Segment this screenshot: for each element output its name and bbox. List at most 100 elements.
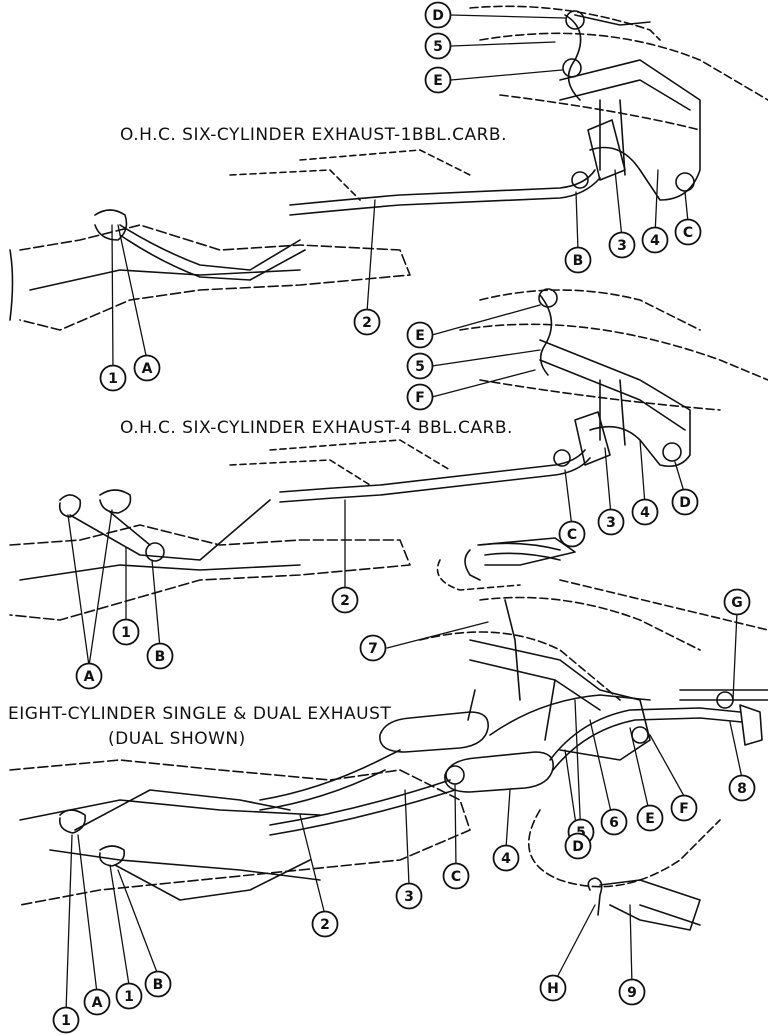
callout-label: E <box>645 811 655 827</box>
callout-label: 4 <box>501 851 511 867</box>
callout-label: 3 <box>404 889 414 905</box>
callout-circle <box>115 982 143 1010</box>
callout-circle <box>564 832 592 860</box>
callout-label: 4 <box>640 505 650 521</box>
callout-label: 5 <box>415 359 425 375</box>
callout-label: 2 <box>320 917 330 933</box>
callout-label: B <box>153 977 164 993</box>
callout-circle <box>442 862 470 890</box>
callout-bottom-5: 6 <box>600 808 628 836</box>
callout-label: H <box>547 981 559 997</box>
callout-middle-5: 3 <box>597 508 625 536</box>
callout-bottom-4: E <box>636 804 664 832</box>
callout-label: A <box>84 669 95 685</box>
callout-circle <box>112 618 140 646</box>
callout-bottom-11: 2 <box>311 910 339 938</box>
v8-dual-assembly <box>9 537 768 931</box>
callout-circle <box>144 970 172 998</box>
callout-label: 1 <box>108 371 118 387</box>
callout-circle <box>597 508 625 536</box>
callout-label: C <box>683 225 693 241</box>
callout-circle <box>311 910 339 938</box>
callout-label: B <box>573 253 584 269</box>
callout-label: D <box>679 495 691 511</box>
callout-circle <box>424 32 452 60</box>
callout-circle <box>424 66 452 94</box>
callout-top-6: 4 <box>641 226 669 254</box>
callout-bottom-10: 3 <box>395 882 423 910</box>
callout-label: 2 <box>340 593 350 609</box>
ohc-1bbl-assembly <box>9 5 768 331</box>
callout-circle <box>492 844 520 872</box>
callout-label: E <box>433 73 443 89</box>
callout-bottom-13: 1 <box>115 982 143 1010</box>
leader-lines <box>65 14 743 1013</box>
callout-bottom-17: 9 <box>618 978 646 1006</box>
callout-label: 4 <box>650 233 660 249</box>
callout-middle-8: A <box>75 662 103 690</box>
callout-top-3: 2 <box>353 308 381 336</box>
callout-label: 1 <box>124 989 134 1005</box>
callout-circle <box>406 352 434 380</box>
title-ohc-1bbl: O.H.C. SIX-CYLINDER EXHAUST-1BBL.CARB. <box>120 125 507 145</box>
callout-circle <box>395 882 423 910</box>
callout-label: 2 <box>362 315 372 331</box>
callout-circle <box>75 662 103 690</box>
callout-circle <box>331 586 359 614</box>
callout-circle <box>558 520 586 548</box>
callout-label: C <box>451 869 461 885</box>
callout-circle <box>608 231 636 259</box>
callout-circle <box>636 804 664 832</box>
callout-circle <box>618 978 646 1006</box>
callout-circle <box>674 218 702 246</box>
callout-bottom-8: 4 <box>492 844 520 872</box>
callout-label: D <box>572 839 584 855</box>
callout-label: 8 <box>737 781 747 797</box>
callout-label: 5 <box>433 39 443 55</box>
callout-bottom-0: G <box>723 588 751 616</box>
callout-middle-0: E <box>406 321 434 349</box>
callout-top-1: 5 <box>424 32 452 60</box>
callout-circle <box>539 974 567 1002</box>
callout-circle <box>564 246 592 274</box>
callout-bottom-12: B <box>144 970 172 998</box>
callout-circle <box>641 226 669 254</box>
callout-middle-3: 4 <box>631 498 659 526</box>
callout-circle <box>670 794 698 822</box>
callout-middle-9: 1 <box>112 618 140 646</box>
callout-label: C <box>567 527 577 543</box>
callout-circle <box>353 308 381 336</box>
callout-bottom-7: D <box>564 832 592 860</box>
callout-circle <box>631 498 659 526</box>
callout-middle-6: C <box>558 520 586 548</box>
callout-top-9: A <box>133 354 161 382</box>
callout-top-8: 1 <box>99 364 127 392</box>
callout-label: D <box>432 8 444 24</box>
callout-middle-7: 2 <box>331 586 359 614</box>
callout-circle <box>359 634 387 662</box>
callout-circle <box>600 808 628 836</box>
callout-label: 9 <box>627 985 637 1001</box>
callout-circle <box>99 364 127 392</box>
callout-circle <box>424 1 452 29</box>
callout-label: 1 <box>61 1013 71 1029</box>
callout-bottom-2: 8 <box>728 774 756 802</box>
callout-circle <box>406 321 434 349</box>
callout-circle <box>146 642 174 670</box>
callout-bottom-1: 7 <box>359 634 387 662</box>
callout-circle <box>406 383 434 411</box>
ohc-4bbl-assembly <box>9 288 768 621</box>
callout-label: G <box>731 595 743 611</box>
callout-top-5: 3 <box>608 231 636 259</box>
callout-circle <box>671 488 699 516</box>
callout-label: F <box>679 801 689 817</box>
callout-label: 3 <box>606 515 616 531</box>
callout-bottom-15: 1 <box>52 1006 80 1034</box>
callout-bottom-14: A <box>83 988 111 1016</box>
callout-middle-2: F <box>406 383 434 411</box>
callout-bottom-3: F <box>670 794 698 822</box>
callout-middle-4: D <box>671 488 699 516</box>
